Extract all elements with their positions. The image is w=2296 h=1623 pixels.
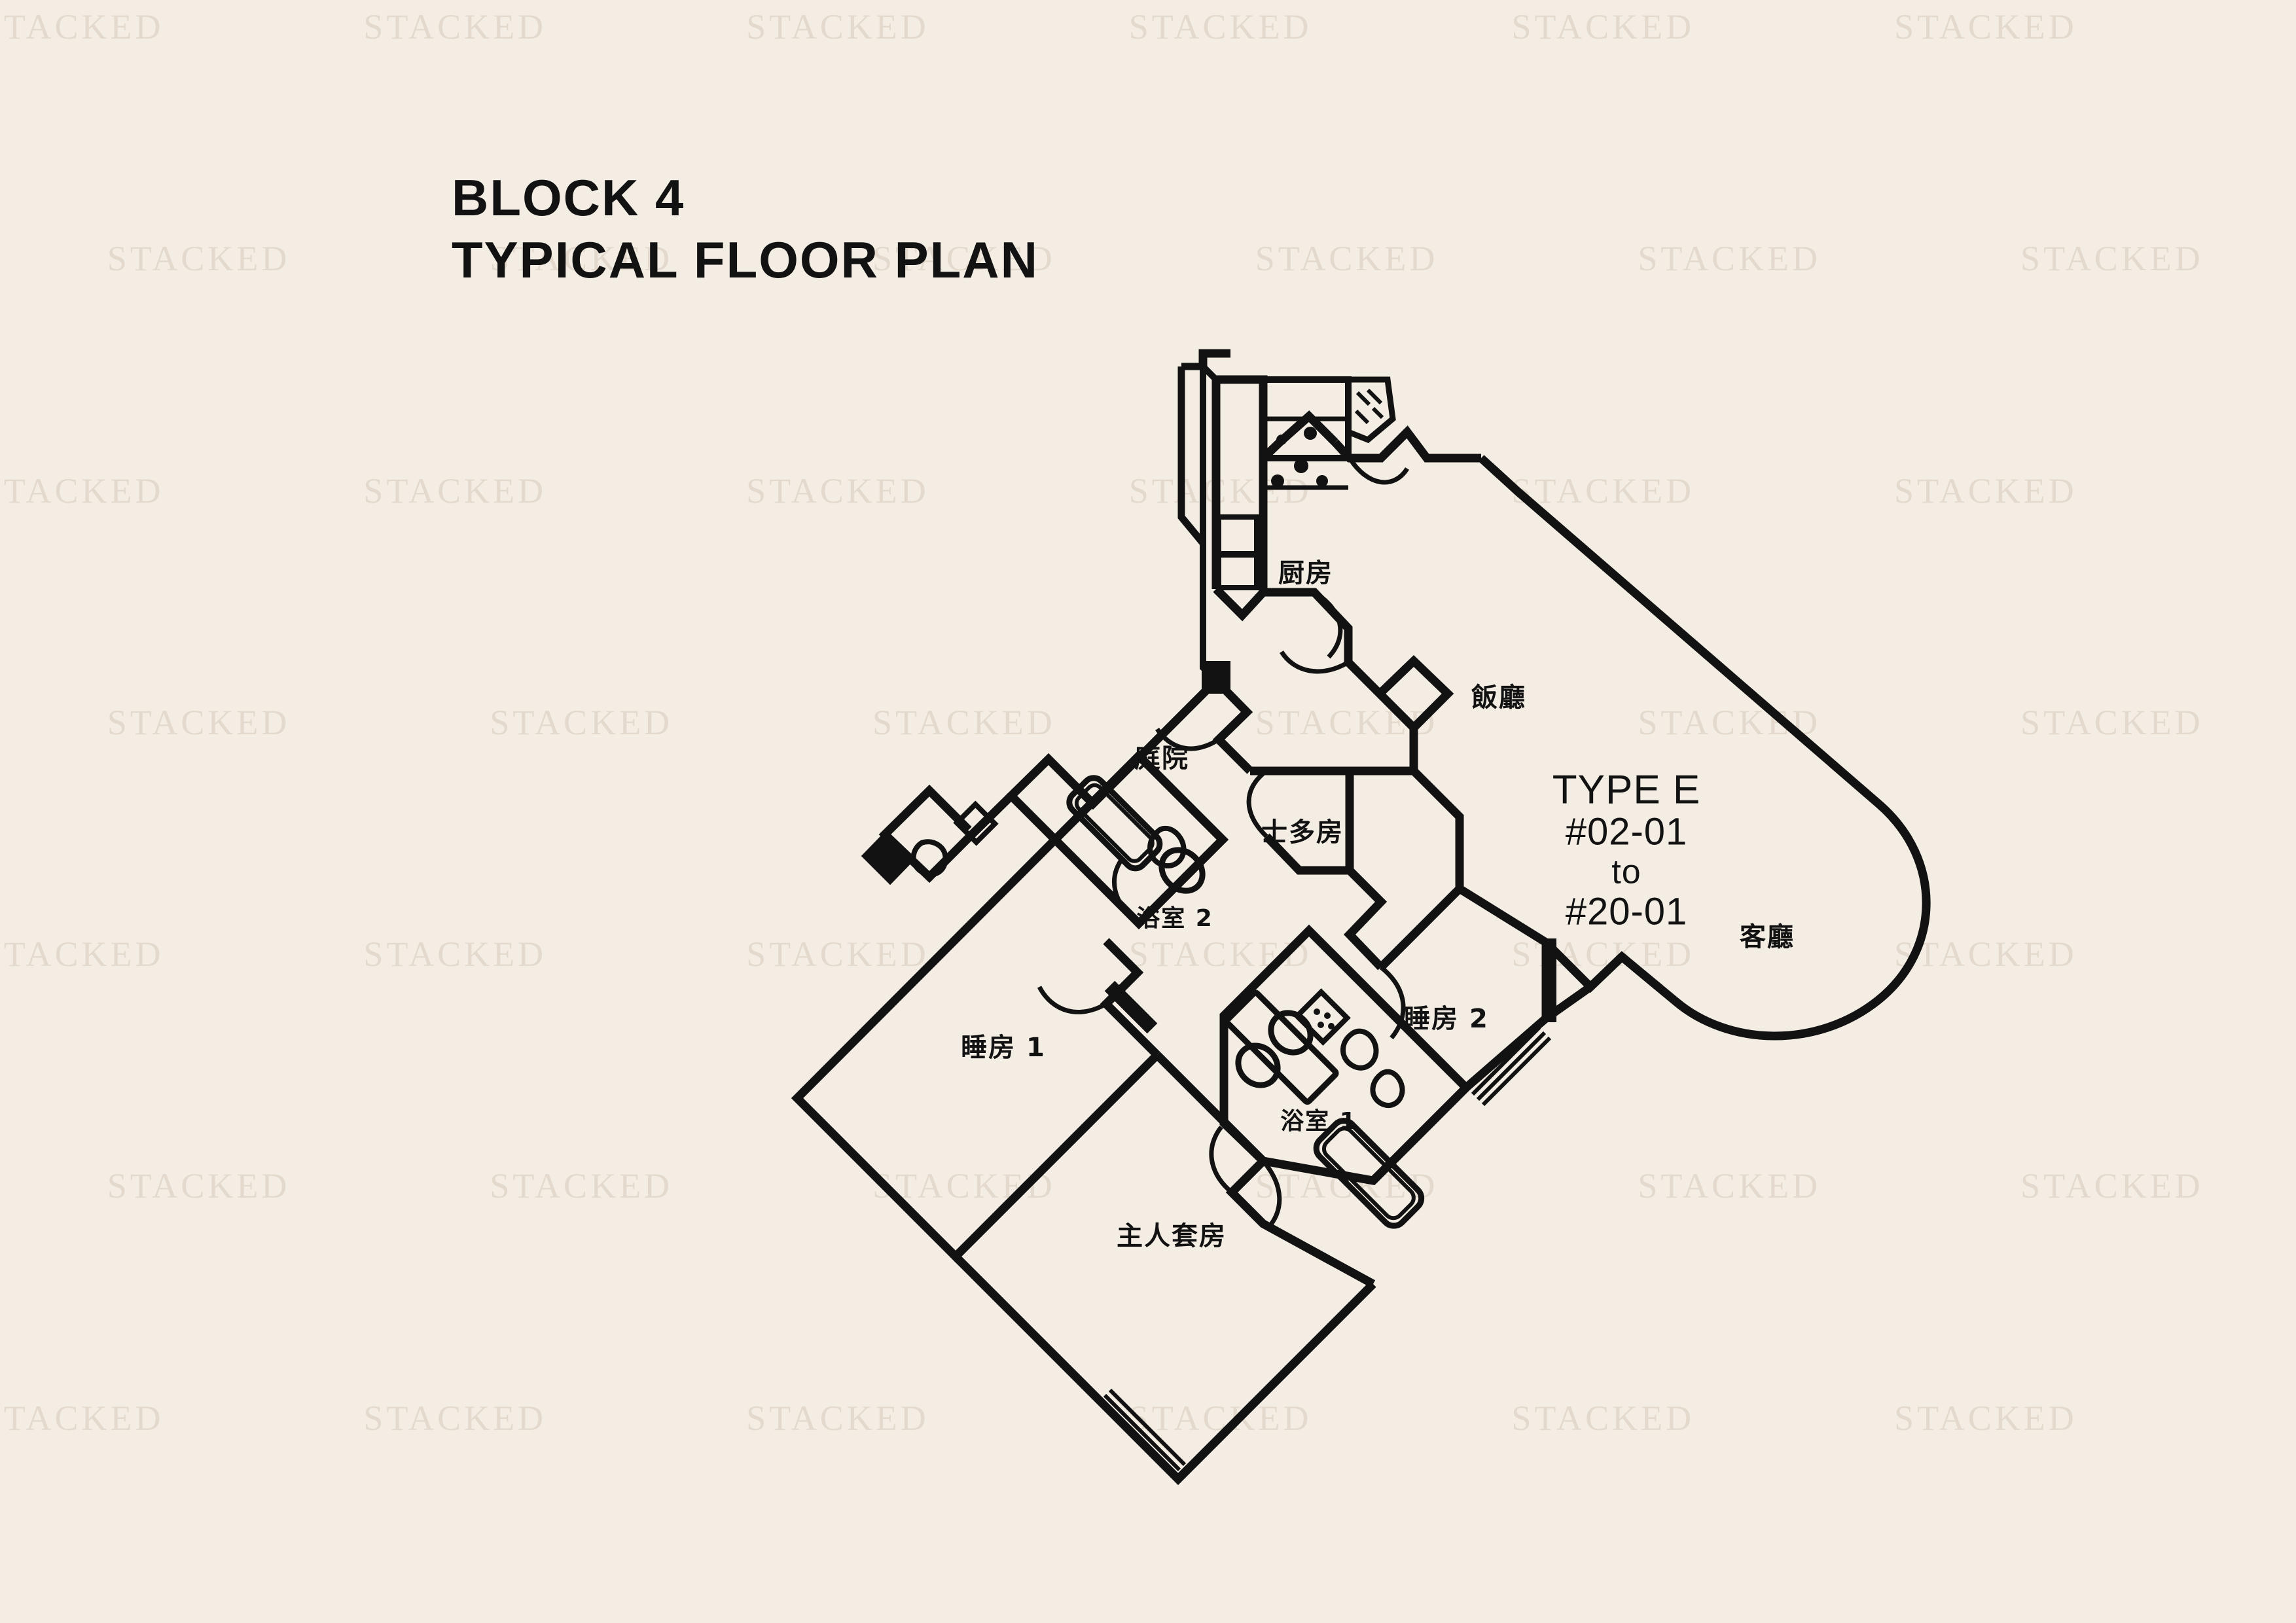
top-washroom-outline (1260, 376, 1352, 461)
unit-range-connector: to (1611, 853, 1641, 891)
courtyard-right-wall (1212, 677, 1253, 774)
bathtub-1-inner (1321, 1126, 1416, 1221)
entry-wc-toilet (910, 839, 948, 877)
room-label-bedroom-1: 睡房 1 (961, 1033, 1046, 1063)
room-label-bathroom-1: 浴室 1 (1280, 1108, 1357, 1135)
room-label-store: 士多房 (1261, 817, 1344, 847)
bedroom-2-lower-wall (1370, 1015, 1549, 1184)
courtyard-door-swing (1155, 727, 1220, 751)
unit-type-block: TYPE E #02-01 to #20-01 (1552, 767, 1701, 933)
bedroom-2-window (1471, 1026, 1552, 1107)
plan-geometry (791, 349, 1931, 1486)
kitchen-appliance-1 (1216, 514, 1259, 556)
entry-wc-basin (953, 800, 999, 846)
washbasin-1a (1235, 1043, 1281, 1088)
bathroom-1-tile-block (1293, 988, 1351, 1046)
room-label-living: 客廳 (1740, 922, 1795, 952)
room-label-master-suite: 主人套房 (1117, 1221, 1227, 1251)
service-shaft-outline (1198, 349, 1230, 366)
bedroom-1-window (834, 1135, 924, 1224)
bathtub-1 (1313, 1118, 1425, 1229)
bedroom-2-door-swing (1379, 965, 1406, 1040)
vanity-counter (1224, 990, 1339, 1105)
page-title: BLOCK 4 TYPICAL FLOOR PLAN (452, 167, 1039, 291)
title-line-plan: TYPICAL FLOOR PLAN (452, 231, 1039, 289)
hall-wall-north (1350, 728, 1418, 776)
room-label-kitchen: 厨房 (1278, 558, 1333, 588)
kitchen-dining-partition (1263, 588, 1454, 734)
structural-nib-3 (1104, 980, 1158, 1034)
structural-nib-2 (1542, 938, 1556, 1022)
corridor-wall-east (1343, 867, 1388, 971)
bathroom-1-door-swing (1261, 1159, 1282, 1231)
title-line-block: BLOCK 4 (452, 169, 685, 226)
bathroom-1-tile-dots (1314, 1008, 1335, 1029)
bathtub-2-inner (1074, 783, 1155, 863)
unit-type-label: TYPE E (1552, 767, 1701, 813)
master-suite-window (1098, 1388, 1187, 1477)
washbasin-2 (1158, 847, 1206, 894)
store-room-door-swing (1246, 772, 1268, 838)
hatched-corner-outline (1345, 376, 1396, 444)
entry-door-jamb (861, 831, 914, 885)
living-room-outline (1478, 455, 1931, 1041)
unit-number-to: #20-01 (1565, 890, 1688, 933)
hatched-corner-dashes (1354, 388, 1384, 425)
kitchen-appliance-2 (1216, 552, 1259, 590)
entry-door-swing-top (1348, 457, 1409, 485)
structural-nib-1 (1202, 661, 1230, 694)
bidet-1 (1370, 1069, 1405, 1109)
bathroom-2-outline (1049, 749, 1229, 930)
kitchen-door-swing (1313, 590, 1343, 659)
room-label-bathroom-2: 浴室 2 (1136, 905, 1213, 932)
master-suite-door-swing (1209, 1125, 1234, 1194)
room-label-bedroom-2: 睡房 2 (1404, 1004, 1489, 1034)
bathroom-2-door-swing (1112, 855, 1141, 925)
unit-number-from: #02-01 (1565, 810, 1688, 853)
master-suite-outline (952, 1253, 1376, 1486)
room-label-courtyard: 庭院 (1134, 743, 1189, 774)
room-label-dining: 飯廳 (1471, 683, 1526, 713)
hall-wall-east (1410, 768, 1464, 889)
service-shaft-riser (1177, 366, 1206, 546)
kitchen-door-swing-2 (1280, 651, 1350, 674)
bathtub-2 (1066, 775, 1163, 872)
bedroom-1-door-swing (1037, 986, 1107, 1014)
toilet-1 (1340, 1028, 1379, 1071)
toilet-2 (1147, 826, 1187, 869)
washroom-floor-dots (1271, 427, 1328, 488)
